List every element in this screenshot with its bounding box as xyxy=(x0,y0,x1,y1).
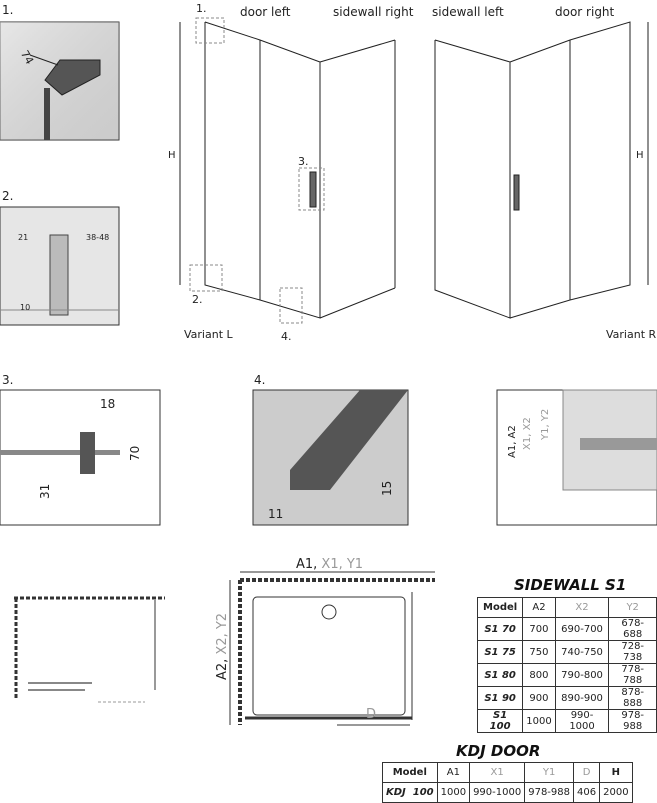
cell: 790-800 xyxy=(554,663,610,687)
door-table: Model A1 X1 Y1 D H KDJ 100 1000 990-1000… xyxy=(382,762,633,803)
cell: 800 xyxy=(522,663,556,687)
callout-3: 3. xyxy=(298,155,309,168)
callout-4: 4. xyxy=(281,330,292,343)
variant-l-drawing xyxy=(179,17,396,324)
header-a2: A2 xyxy=(522,597,556,618)
header-y1: Y1 xyxy=(524,762,575,783)
dim-18: 18 xyxy=(100,397,115,411)
header-x1: X1 xyxy=(469,762,526,783)
table-row: KDJ 100 1000 990-1000 978-988 406 2000 xyxy=(382,782,633,803)
detail-3-number: 3. xyxy=(2,373,13,387)
detail-4-number: 4. xyxy=(254,373,265,387)
header-x2: X2 xyxy=(554,597,610,618)
detail-2: 2. 21 38-48 10 xyxy=(0,189,120,326)
cell: 690-700 xyxy=(554,617,610,641)
opening-diagram xyxy=(14,596,165,703)
cell: 878-888 xyxy=(608,686,657,710)
cell: 890-900 xyxy=(554,686,610,710)
variant-r-drawing xyxy=(434,21,649,319)
header-h: H xyxy=(599,762,633,783)
floor-plan xyxy=(229,571,435,726)
dim-70: 70 xyxy=(128,446,142,461)
label-sidewall-right: sidewall right xyxy=(333,5,414,19)
table-header-row: Model A1 X1 Y1 D H xyxy=(382,762,633,783)
door-table-title: KDJ DOOR xyxy=(456,742,541,760)
cell: S1 75 xyxy=(476,640,524,664)
variant-l-label: Variant L xyxy=(184,328,234,341)
cell: S1 100 xyxy=(476,709,524,733)
cell: 900 xyxy=(522,686,556,710)
header-y2: Y2 xyxy=(608,597,657,618)
detail-1: 1. 74 xyxy=(0,3,120,141)
header-model: Model xyxy=(382,762,438,783)
cell: 778-788 xyxy=(608,663,657,687)
cell: 978-988 xyxy=(608,709,657,733)
label-door-left: door left xyxy=(240,5,291,19)
dim-10: 10 xyxy=(20,303,30,312)
dim-38-48: 38-48 xyxy=(86,233,109,242)
label-h-right: H xyxy=(636,150,644,161)
dim-31: 31 xyxy=(38,484,52,499)
cell: 728-738 xyxy=(608,640,657,664)
cell: 700 xyxy=(522,617,556,641)
plan-depth-label: A2, X2, Y2 xyxy=(215,613,230,680)
dim-x1-x2: X1, X2 xyxy=(522,417,533,450)
header-a1: A1 xyxy=(436,762,471,783)
sidewall-table-title: SIDEWALL S1 xyxy=(514,576,627,594)
cell: S1 70 xyxy=(476,617,524,641)
label-sidewall-left: sidewall left xyxy=(432,5,504,19)
plan-d-label: D xyxy=(366,707,376,722)
detail-1-number: 1. xyxy=(2,3,13,17)
cell: 678-688 xyxy=(608,617,657,641)
cell: 1000 xyxy=(522,709,556,733)
dim-15: 15 xyxy=(380,481,394,496)
detail-5: A1, A2 X1, X2 Y1, Y2 xyxy=(496,389,657,526)
detail-2-number: 2. xyxy=(2,189,13,203)
dim-y1-y2: Y1, Y2 xyxy=(540,409,551,441)
detail-4: 4. 15 11 xyxy=(252,373,409,526)
header-d: D xyxy=(573,762,601,783)
dim-21: 21 xyxy=(18,233,28,242)
cell: 740-750 xyxy=(554,640,610,664)
plan-width-label: A1, X1, Y1 xyxy=(296,557,363,572)
dim-a1-a2: A1, A2 xyxy=(507,425,518,458)
cell: 750 xyxy=(522,640,556,664)
callout-2: 2. xyxy=(192,293,203,306)
header-model: Model xyxy=(476,597,524,618)
dim-11: 11 xyxy=(268,507,283,521)
cell: S1 80 xyxy=(476,663,524,687)
dim-74: 74 xyxy=(18,48,36,67)
cell: KDJ 100 xyxy=(382,782,438,803)
table-header-row: Model A2 X2 Y2 xyxy=(476,597,657,618)
cell: S1 90 xyxy=(476,686,524,710)
cell: 990-1000 xyxy=(554,709,610,733)
label-h-left: H xyxy=(168,150,176,161)
detail-3: 3. 18 70 31 xyxy=(0,373,161,526)
label-door-right: door right xyxy=(555,5,615,19)
callout-1: 1. xyxy=(196,2,207,15)
variant-r-label: Variant R xyxy=(606,328,657,341)
